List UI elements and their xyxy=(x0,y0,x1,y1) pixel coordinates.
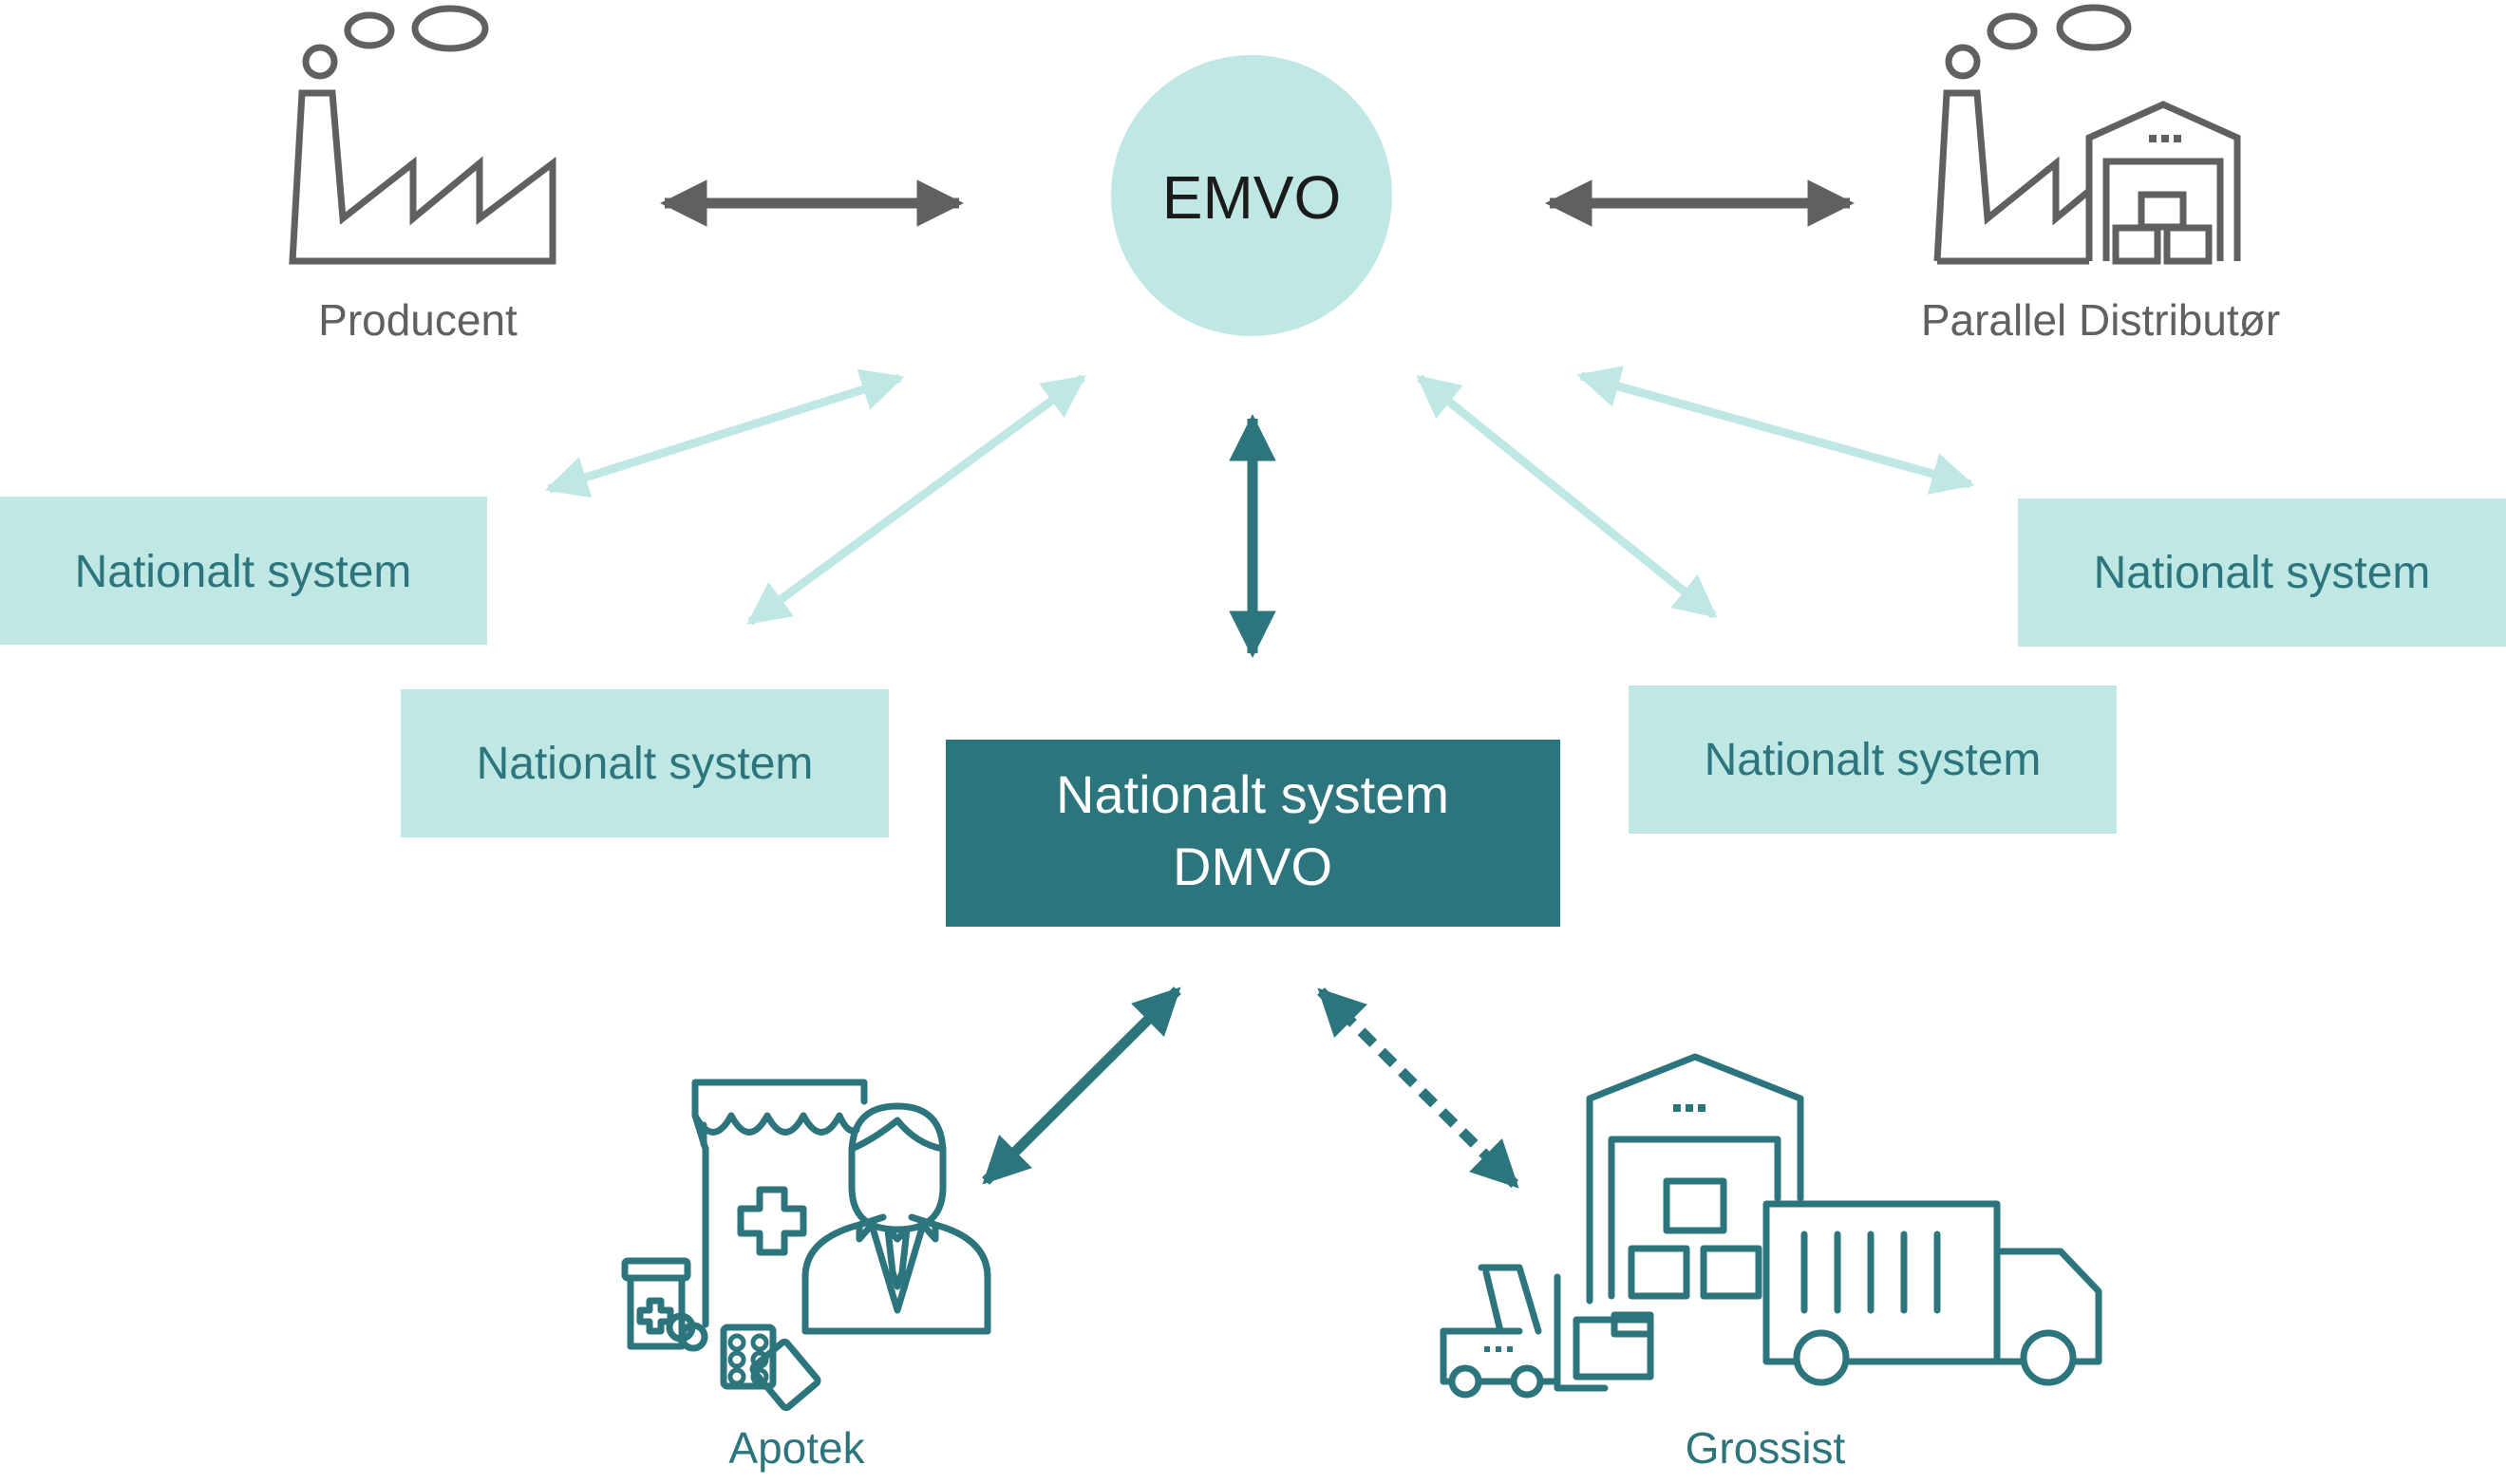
factory-icon xyxy=(289,5,556,265)
arrow-national-system-4 xyxy=(1576,366,1975,495)
arrow-national-system-3 xyxy=(1416,374,1718,619)
arrow-national-system-2 xyxy=(746,374,1086,626)
warehouse-dots-icon xyxy=(2149,135,2181,142)
warehouse-truck-forklift-icon xyxy=(1440,1053,2102,1399)
national-system-box-4: Nationalt system xyxy=(2018,498,2506,647)
warehouse-dots-icon xyxy=(1484,1104,1705,1352)
dmvo-label-line2: DMVO xyxy=(1173,836,1332,896)
national-system-label-2: Nationalt system xyxy=(477,739,814,789)
national-system-label-1: Nationalt system xyxy=(75,547,412,597)
emvo-label: EMVO xyxy=(1162,163,1341,232)
grossist-label: Grossist xyxy=(1686,1423,1846,1473)
grossist-node: Grossist xyxy=(1440,1053,2102,1473)
apotek-node: Apotek xyxy=(621,1079,991,1473)
arrow-national-system-1 xyxy=(544,368,905,498)
national-system-label-3: Nationalt system xyxy=(1705,735,2042,785)
national-system-box-1: Nationalt system xyxy=(0,497,487,645)
parallel-distributor-label: Parallel Distributør xyxy=(1921,295,2280,345)
producent-label: Producent xyxy=(318,295,518,345)
producent-node: Producent xyxy=(289,5,556,345)
pharmacist-icon xyxy=(621,1079,991,1412)
apotek-label: Apotek xyxy=(728,1423,865,1473)
national-system-box-3: Nationalt system xyxy=(1629,686,2117,834)
arrow-dmvo-apotek xyxy=(982,986,1181,1185)
blister-pills-icon xyxy=(727,1333,769,1386)
emvo-node: EMVO xyxy=(1111,55,1392,336)
arrow-dmvo-grossist-dashed xyxy=(1317,987,1519,1189)
dmvo-label-line1: Nationalt system xyxy=(1056,764,1449,824)
parallel-distributor-node: Parallel Distributør xyxy=(1921,4,2280,345)
factory-warehouse-icon xyxy=(1933,4,2241,265)
national-system-label-4: Nationalt system xyxy=(2094,548,2431,598)
emvo-circle xyxy=(1111,55,1392,336)
dmvo-box: Nationalt system DMVO xyxy=(946,740,1560,927)
national-system-box-2: Nationalt system xyxy=(401,689,889,837)
